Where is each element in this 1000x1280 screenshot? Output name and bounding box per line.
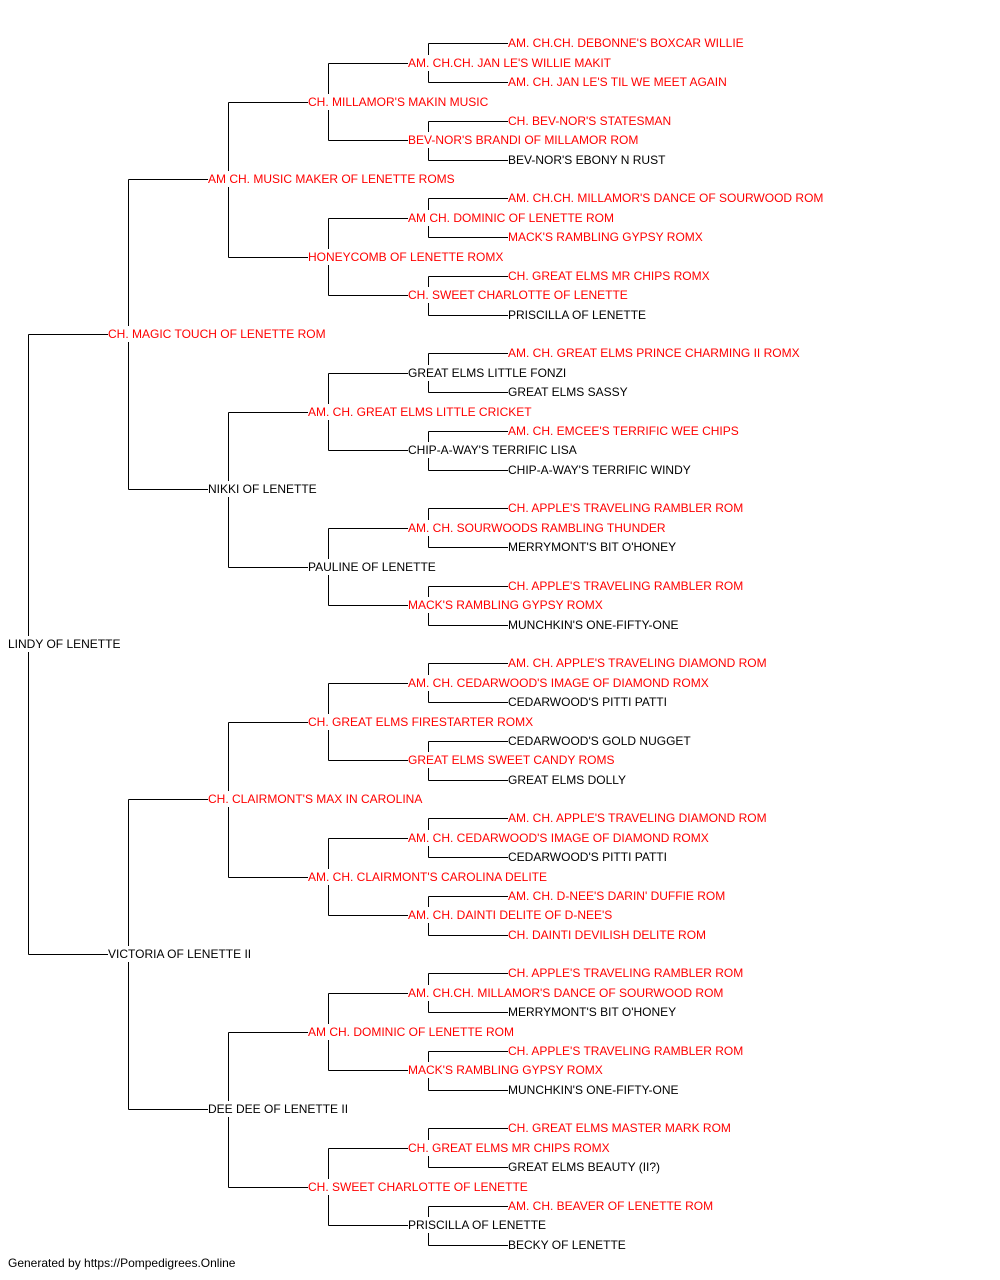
ancestor-dam-name: MERRYMONT'S BIT O'HONEY bbox=[508, 540, 677, 555]
ancestor-dam-name: MACK'S RAMBLING GYPSY ROMX bbox=[408, 1063, 603, 1078]
ancestor-sire-name: AM. CH. SOURWOODS RAMBLING THUNDER bbox=[408, 520, 666, 535]
ancestor-dam-name: HONEYCOMB OF LENETTE ROMX bbox=[308, 249, 504, 264]
ancestor-sire-name: AM. CH. APPLE'S TRAVELING DIAMOND ROM bbox=[508, 656, 767, 671]
ancestor-dam-name: CH. SWEET CHARLOTTE OF LENETTE bbox=[408, 288, 628, 303]
ancestor-sire-name: AM. CH. EMCEE'S TERRIFIC WEE CHIPS bbox=[508, 423, 739, 438]
ancestor-sire-name: CH. BEV-NOR'S STATESMAN bbox=[508, 113, 672, 128]
ancestor-dam-name: MACK'S RAMBLING GYPSY ROMX bbox=[408, 598, 603, 613]
ancestor-sire-name: AM. CH. CEDARWOOD'S IMAGE OF DIAMOND ROM… bbox=[408, 675, 709, 690]
ancestor-dam-name: VICTORIA OF LENETTE II bbox=[108, 947, 252, 961]
ancestor-sire-name: AM. CH. APPLE'S TRAVELING DIAMOND ROM bbox=[508, 811, 767, 826]
ancestor-dam-name: PRISCILLA OF LENETTE bbox=[408, 1218, 547, 1233]
ancestor-sire-name: AM. CH.CH. MILLAMOR'S DANCE OF SOURWOOD … bbox=[408, 985, 724, 1000]
ancestor-sire-name: CH. APPLE'S TRAVELING RAMBLER ROM bbox=[508, 501, 744, 516]
ancestor-dam-name: AM. CH. CLAIRMONT'S CAROLINA DELITE bbox=[308, 869, 547, 884]
ancestor-sire-name: GREAT ELMS LITTLE FONZI bbox=[408, 365, 567, 380]
subject-dog-name: LINDY OF LENETTE bbox=[8, 637, 121, 651]
ancestor-dam-name: GREAT ELMS BEAUTY (II?) bbox=[508, 1160, 661, 1175]
ancestor-sire-name: CH. MAGIC TOUCH OF LENETTE ROM bbox=[108, 327, 326, 341]
ancestor-dam-name: GREAT ELMS SASSY bbox=[508, 385, 628, 400]
ancestor-dam-name: GREAT ELMS SWEET CANDY ROMS bbox=[408, 753, 615, 768]
ancestor-sire-name: CH. CLAIRMONT'S MAX IN CAROLINA bbox=[208, 792, 423, 806]
ancestor-sire-name: AM. CH. GREAT ELMS LITTLE CRICKET bbox=[308, 404, 532, 419]
ancestor-sire-name: CH. GREAT ELMS MR CHIPS ROMX bbox=[408, 1140, 610, 1155]
ancestor-dam-name: CHIP-A-WAY'S TERRIFIC WINDY bbox=[508, 462, 691, 477]
ancestor-sire-name: CH. GREAT ELMS MR CHIPS ROMX bbox=[508, 268, 710, 283]
ancestor-sire-name: AM CH. DOMINIC OF LENETTE ROM bbox=[308, 1024, 515, 1039]
ancestor-sire-name: CH. MILLAMOR'S MAKIN MUSIC bbox=[308, 94, 489, 109]
ancestor-sire-name: CH. APPLE'S TRAVELING RAMBLER ROM bbox=[508, 578, 744, 593]
ancestor-sire-name: CH. APPLE'S TRAVELING RAMBLER ROM bbox=[508, 966, 744, 981]
ancestor-dam-name: GREAT ELMS DOLLY bbox=[508, 772, 627, 787]
ancestor-dam-name: MUNCHKIN'S ONE-FIFTY-ONE bbox=[508, 617, 679, 632]
ancestor-sire-name: AM. CH.CH. DEBONNE'S BOXCAR WILLIE bbox=[508, 36, 744, 51]
ancestor-dam-name: BEV-NOR'S BRANDI OF MILLAMOR ROM bbox=[408, 133, 639, 148]
ancestor-sire-name: CH. GREAT ELMS FIRESTARTER ROMX bbox=[308, 714, 534, 729]
ancestor-sire-name: AM. CH. CEDARWOOD'S IMAGE OF DIAMOND ROM… bbox=[408, 830, 709, 845]
ancestor-sire-name: CH. GREAT ELMS MASTER MARK ROM bbox=[508, 1121, 731, 1136]
ancestor-dam-name: DEE DEE OF LENETTE II bbox=[208, 1102, 349, 1116]
ancestor-sire-name: AM. CH. BEAVER OF LENETTE ROM bbox=[508, 1198, 714, 1213]
ancestor-dam-name: MERRYMONT'S BIT O'HONEY bbox=[508, 1005, 677, 1020]
ancestor-dam-name: AM. CH. JAN LE'S TIL WE MEET AGAIN bbox=[508, 75, 727, 90]
ancestor-dam-name: CH. DAINTI DEVILISH DELITE ROM bbox=[508, 927, 707, 942]
ancestor-sire-name: AM. CH.CH. JAN LE'S WILLIE MAKIT bbox=[408, 55, 611, 70]
ancestor-dam-name: NIKKI OF LENETTE bbox=[208, 482, 317, 496]
ancestor-sire-name: AM. CH. GREAT ELMS PRINCE CHARMING II RO… bbox=[508, 346, 800, 361]
ancestor-sire-name: CH. APPLE'S TRAVELING RAMBLER ROM bbox=[508, 1043, 744, 1058]
ancestor-dam-name: BEV-NOR'S EBONY N RUST bbox=[508, 152, 666, 167]
ancestor-dam-name: CHIP-A-WAY'S TERRIFIC LISA bbox=[408, 443, 577, 458]
ancestor-sire-name: AM CH. DOMINIC OF LENETTE ROM bbox=[408, 210, 615, 225]
ancestor-dam-name: CH. SWEET CHARLOTTE OF LENETTE bbox=[308, 1179, 528, 1194]
ancestor-sire-name: AM. CH. D-NEE'S DARIN' DUFFIE ROM bbox=[508, 888, 726, 903]
ancestor-dam-name: AM. CH. DAINTI DELITE OF D-NEE'S bbox=[408, 908, 613, 923]
ancestor-sire-name: AM. CH.CH. MILLAMOR'S DANCE OF SOURWOOD … bbox=[508, 191, 824, 206]
ancestor-dam-name: CEDARWOOD'S PITTI PATTI bbox=[508, 850, 667, 865]
ancestor-dam-name: MUNCHKIN'S ONE-FIFTY-ONE bbox=[508, 1082, 679, 1097]
ancestor-dam-name: PRISCILLA OF LENETTE bbox=[508, 307, 647, 322]
ancestor-dam-name: BECKY OF LENETTE bbox=[508, 1237, 626, 1252]
ancestor-dam-name: MACK'S RAMBLING GYPSY ROMX bbox=[508, 230, 703, 245]
generated-by-footer: Generated by https://Pompedigrees.Online bbox=[8, 1256, 236, 1270]
ancestor-dam-name: PAULINE OF LENETTE bbox=[308, 559, 436, 574]
ancestor-dam-name: CEDARWOOD'S PITTI PATTI bbox=[508, 695, 667, 710]
ancestor-sire-name: CEDARWOOD'S GOLD NUGGET bbox=[508, 733, 691, 748]
ancestor-sire-name: AM CH. MUSIC MAKER OF LENETTE ROMS bbox=[208, 172, 455, 186]
